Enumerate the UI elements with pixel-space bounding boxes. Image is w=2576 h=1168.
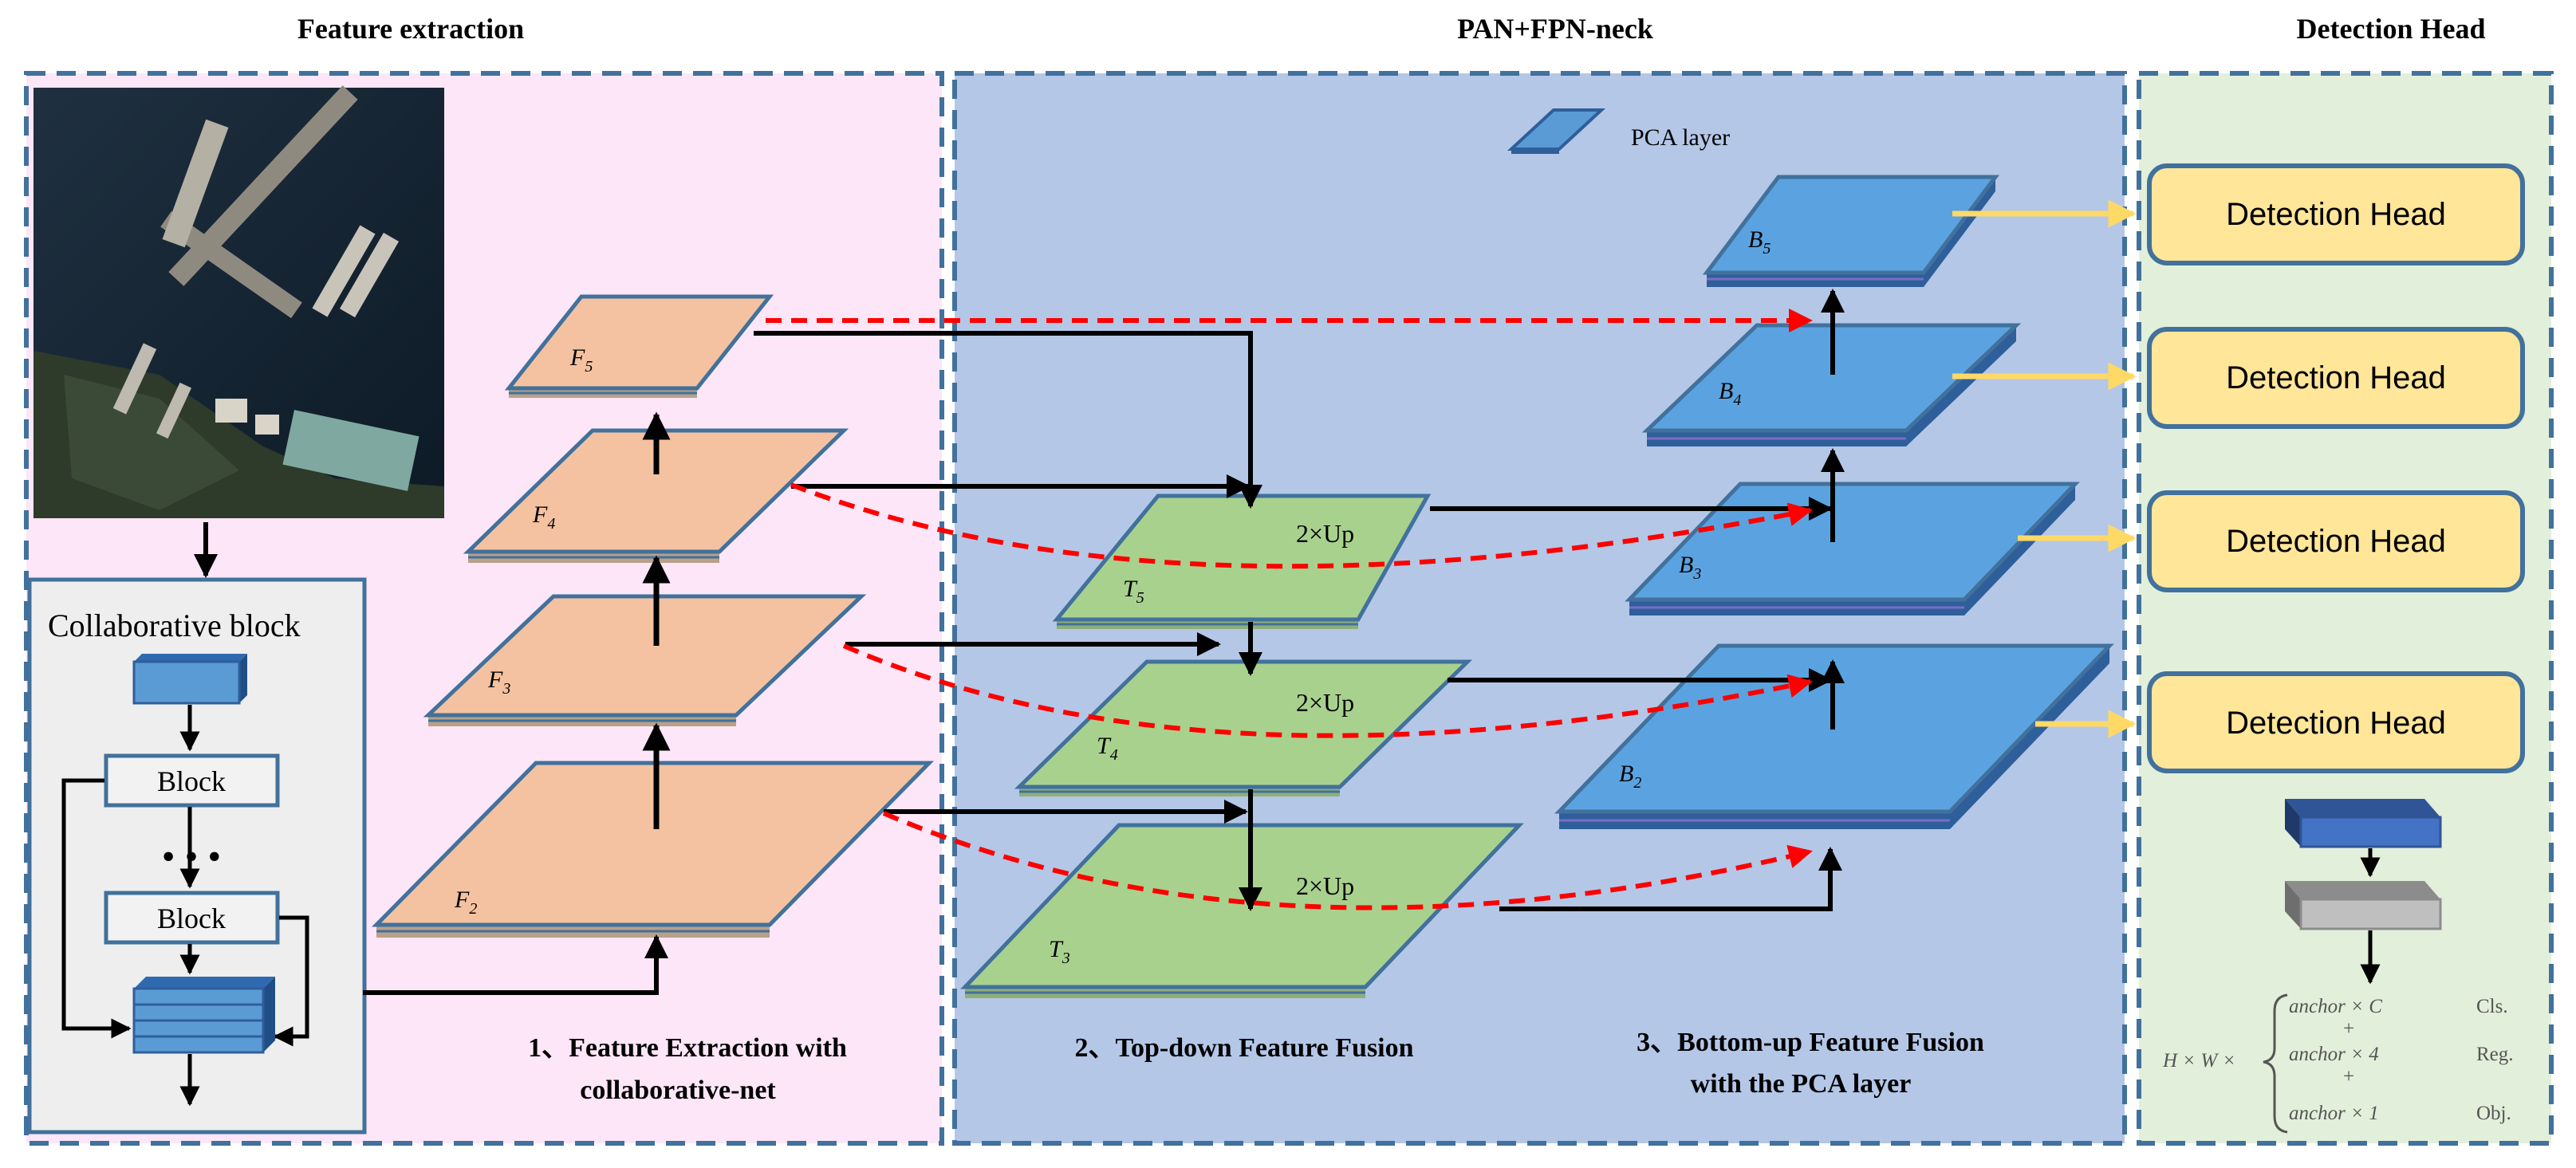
caption-top-down: 2、Top-down Feature Fusion [1074,1033,1413,1063]
caption-bottom-up-2: with the PCA layer [1691,1069,1912,1099]
plane-T4: T4 2×Up [1014,659,1473,796]
backbone-up-arrows [363,411,671,995]
formula-label-obj: Obj. [2476,1103,2511,1124]
plane-B4: B4 [1641,323,2022,446]
block-1-label: Block [157,765,226,797]
head-detail [2285,799,2442,985]
plane-B5: B5 [1703,175,1999,287]
caption-bottom-up-1: 3、Bottom-up Feature Fusion [1637,1028,1984,1057]
detection-head-4 [2147,671,2525,773]
formula-plus-1: + [2343,1018,2354,1040]
plane-F3: F3 [423,594,867,726]
header-feature-extraction: Feature extraction [297,13,524,45]
detection-head-3 [2147,490,2525,592]
detection-head-2 [2147,327,2525,429]
label-B5: B5 [1748,226,1771,258]
block-1 [104,753,280,808]
label-T3: T3 [1049,936,1070,967]
pca-legend-label: PCA layer [1631,124,1730,151]
plane-F5: F5 [504,294,774,398]
formula-row-obj: anchor × 1 [2289,1103,2379,1124]
formula-row-cls: anchor × C [2289,996,2382,1017]
collaborative-block: Collaborative block Block • • • Block [27,577,367,1135]
caption-feature-extraction-1: 1、Feature Extraction with [528,1033,847,1063]
plane-T5: T5 2×Up [1052,494,1432,629]
label-B2: B2 [1619,761,1641,792]
output-formula: H × W × anchor × C + anchor × 4 + anchor… [2162,993,2514,1134]
formula-plus-2: + [2343,1066,2354,1087]
detection-head-1 [2147,163,2525,265]
feature-planes-F: F5 F4 F3 F2 [372,294,934,938]
pca-skip-arrows [766,309,1813,910]
label-T5: T5 [1123,576,1144,607]
formula-label-reg: Reg. [2476,1044,2514,1065]
collab-input-cube [132,654,247,705]
plane-F2: F2 [372,761,934,938]
label-B4: B4 [1719,378,1741,409]
upsample-T4: 2×Up [1296,688,1354,717]
label-B3: B3 [1679,552,1701,583]
formula-brace [2263,993,2288,1134]
formula-row-reg: anchor × 4 [2289,1044,2379,1065]
detection-head-2-label: Detection Head [2226,360,2446,395]
detection-heads: Detection Head Detection Head Detection … [1952,163,2525,773]
formula-prefix: H × W × [2162,1050,2235,1072]
collab-output-cube [132,977,275,1054]
neck-black-arrows [754,289,1845,911]
caption-feature-extraction-2: collaborative-net [580,1076,776,1105]
feature-planes-T: T5 2×Up T4 2×Up T3 2×Up [960,494,1524,998]
upsample-T3: 2×Up [1296,871,1354,900]
upsample-T5: 2×Up [1296,519,1354,548]
feature-planes-B: B5 B4 B3 B2 [1554,175,2114,829]
detection-head-1-label: Detection Head [2226,197,2446,232]
label-T4: T4 [1097,733,1118,764]
label-F3: F3 [487,667,510,698]
label-F2: F2 [454,887,477,918]
pca-legend: PCA layer [1507,108,1730,154]
satellite-image [33,85,444,518]
header-detection-head: Detection Head [2297,13,2486,45]
collab-title: Collaborative block [48,608,301,643]
detection-head-3-label: Detection Head [2226,524,2446,559]
block-2 [104,891,280,945]
formula-label-cls: Cls. [2476,996,2508,1017]
header-neck: PAN+FPN-neck [1457,13,1653,45]
label-F5: F5 [569,344,593,376]
label-F4: F4 [532,501,555,533]
block-2-label: Block [157,903,226,934]
plane-B3: B3 [1625,482,2080,615]
detection-head-4-label: Detection Head [2226,706,2446,741]
